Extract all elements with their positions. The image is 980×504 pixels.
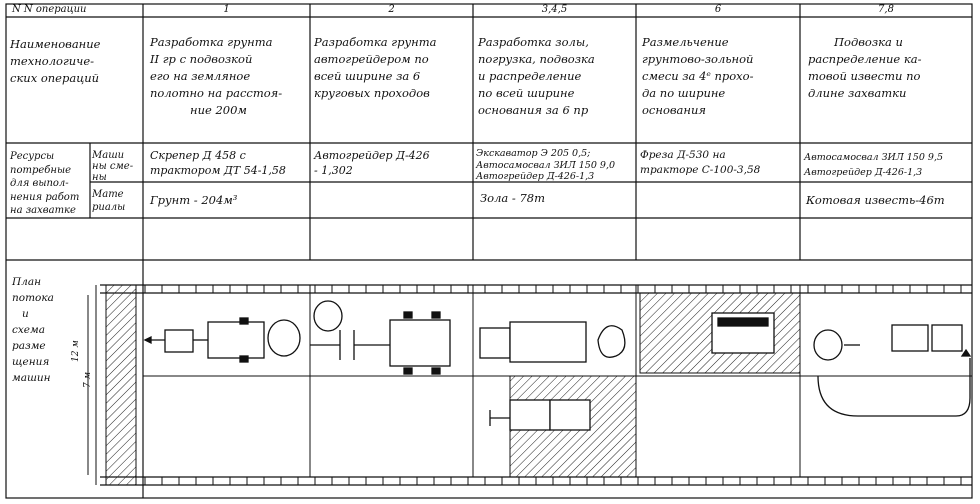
dimension-inner: 7 м <box>83 371 93 388</box>
materials-cell-3-5: Зола - 78т <box>480 191 546 205</box>
machines-cell-1: Скрепер Д 458 с трактором ДТ 54-1,58 <box>150 149 286 177</box>
machines-label: Маши ны сме- ны <box>92 150 134 183</box>
op-number-3-5: 3,4,5 <box>541 4 568 15</box>
materials-cell-1: Грунт - 204м³ <box>150 193 238 207</box>
op-number-7-8: 7,8 <box>878 4 894 15</box>
operation-cell-3-5: Разработка золы, погрузка, подвозка и ра… <box>478 35 595 117</box>
plan-label: План потока и схема разме щения машин <box>12 276 54 384</box>
resources-label: Ресурсы потребные для выпол- нения работ… <box>10 151 80 216</box>
materials-cell-7-8: Котовая известь-46т <box>806 193 945 207</box>
nn-operation-label: N N операции <box>12 4 87 15</box>
op-number-2: 2 <box>388 4 395 15</box>
operation-cell-2: Разработка грунта автогрейдером по всей … <box>314 35 437 100</box>
machines-cell-2: Автогрейдер Д-426 - 1,302 <box>314 149 430 177</box>
operation-cell-1: Разработка грунта II гр с подвозкой его … <box>150 35 283 117</box>
op-number-1: 1 <box>223 4 230 15</box>
roadway-plan <box>87 284 972 486</box>
op-number-6: 6 <box>714 4 722 15</box>
operation-cell-6: Размельчение грунтово-зольной смеси за 4… <box>642 35 754 117</box>
machines-cell-3-5: Экскаватор Э 205 0,5; Автосамосвал ЗИЛ 1… <box>476 148 616 182</box>
operation-cell-7-8: Подвозка и распределение ка- товой извес… <box>808 35 922 100</box>
tech-operations-label: Наименование технологиче- ских операций <box>10 37 101 85</box>
materials-label: Мате риалы <box>92 189 126 213</box>
dimension-outer: 12 м <box>71 340 81 362</box>
machines-cell-7-8: Автосамосвал ЗИЛ 150 9,5 Автогрейдер Д-4… <box>804 152 944 178</box>
machines-cell-6: Фреза Д-530 на тракторе С-100-3,58 <box>640 149 761 176</box>
